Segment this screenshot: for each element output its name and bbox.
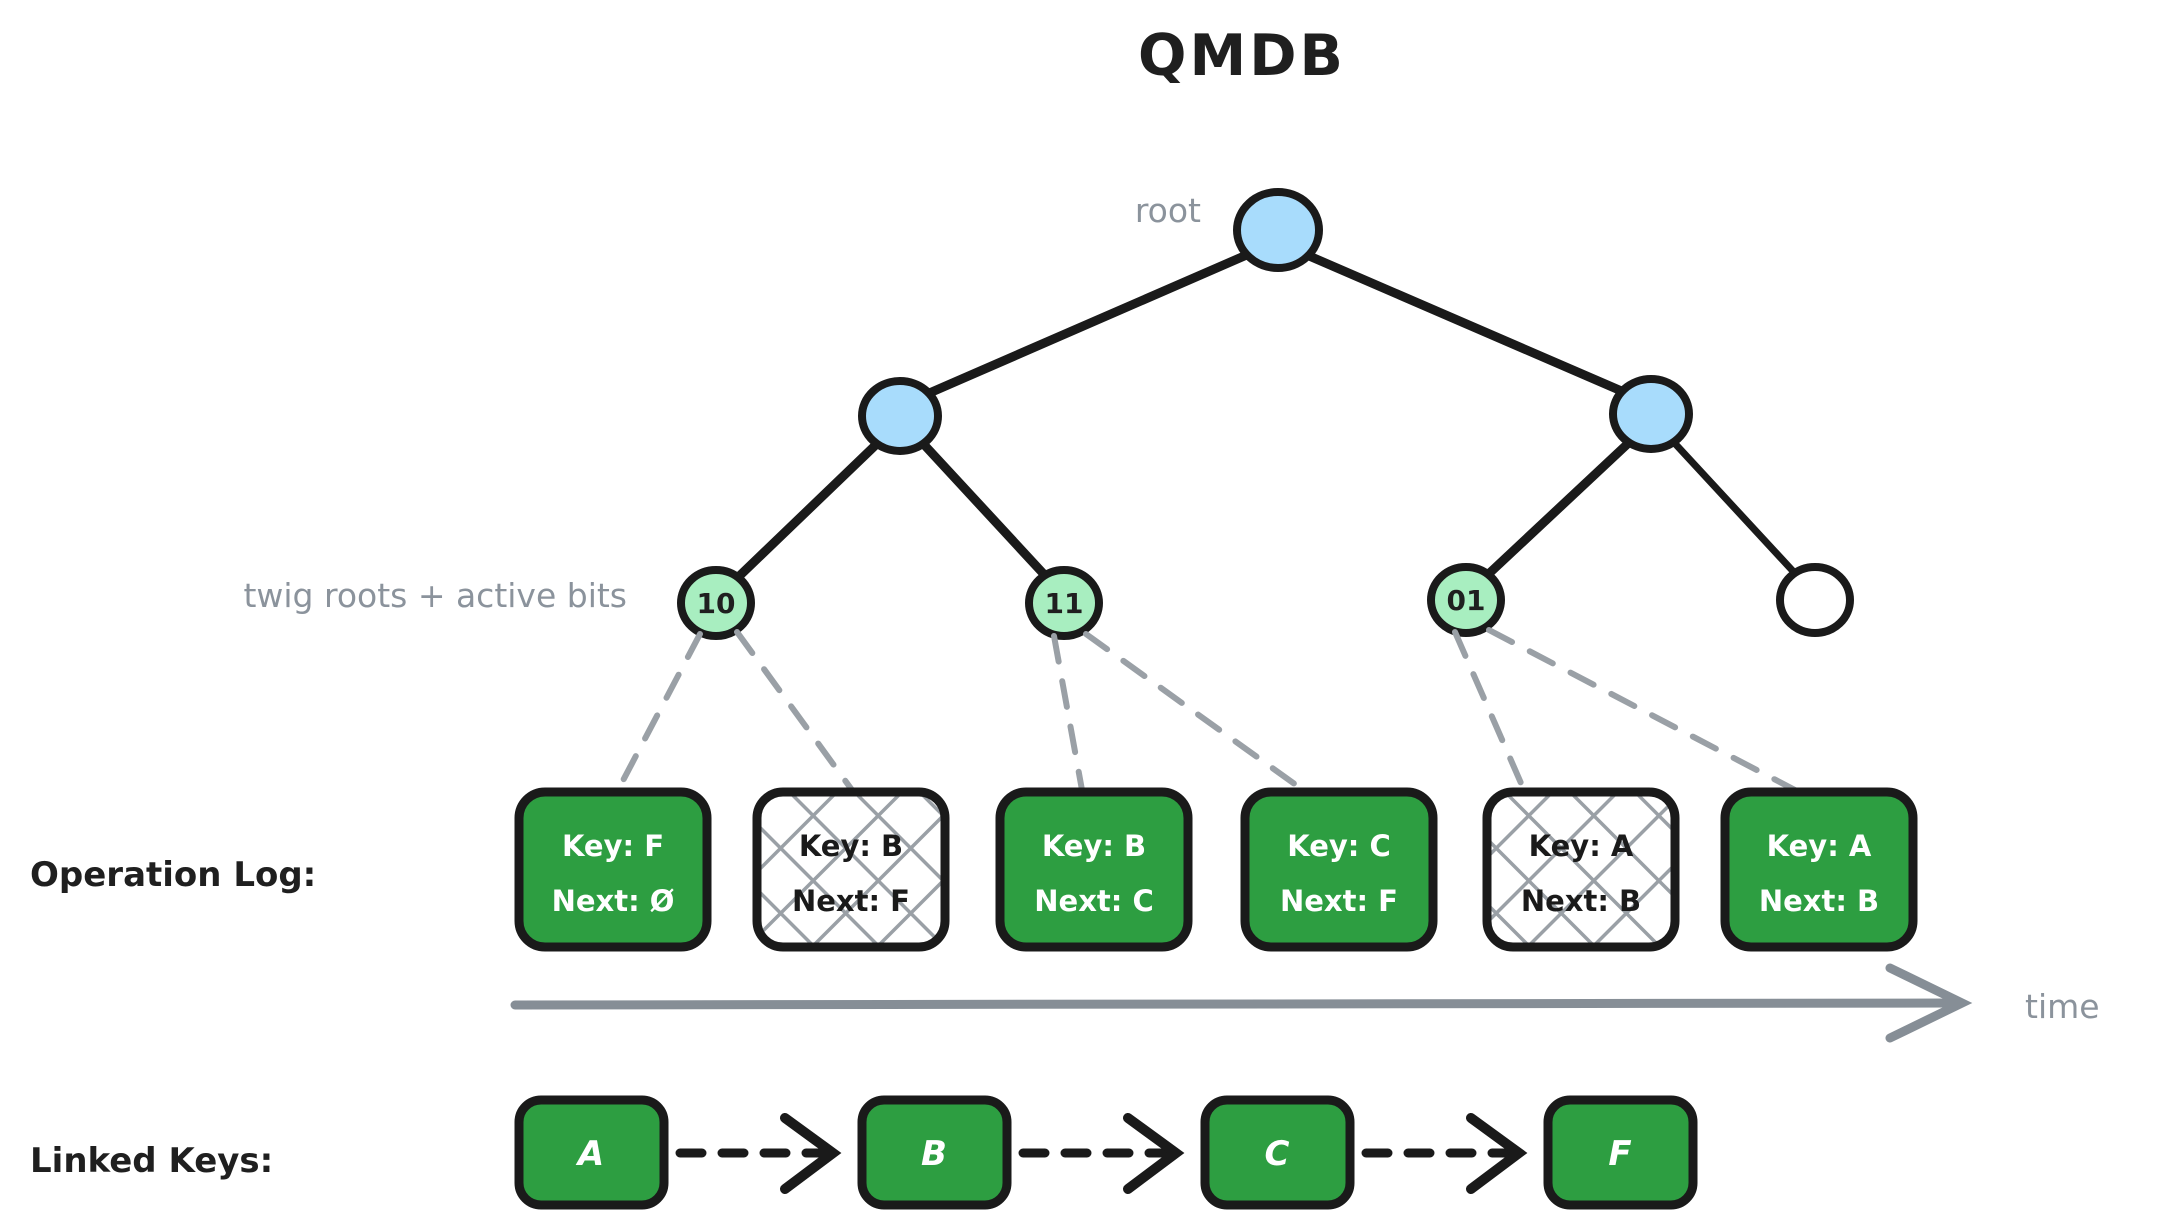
op-log-entry-1[interactable]: Key: F Next: Ø <box>514 787 712 952</box>
tree-node-right[interactable] <box>1609 375 1693 453</box>
op-log-box-4[interactable] <box>1240 787 1438 952</box>
linked-keys-label: Linked Keys: <box>30 1141 273 1181</box>
page-title: QMDB <box>1138 23 1346 89</box>
op-log-key-3: Key: B <box>1042 829 1146 863</box>
twig-10-circle[interactable] <box>677 566 755 640</box>
linked-key-node-f[interactable]: F <box>1543 1095 1698 1210</box>
linked-key-letter-b: B <box>921 1134 947 1174</box>
time-label: time <box>2025 987 2100 1026</box>
time-axis-line <box>510 998 1960 1010</box>
twig-11-circle[interactable] <box>1025 566 1103 640</box>
twig-node-10[interactable]: 10 <box>677 566 755 640</box>
linked-arrow-head-3 <box>1466 1113 1528 1194</box>
op-log-box-5[interactable] <box>1482 787 1680 952</box>
connector-10-box1 <box>615 631 703 793</box>
linked-key-box-c[interactable] <box>1200 1095 1355 1210</box>
op-log-entry-5[interactable]: Key: A Next: B <box>1482 787 1680 952</box>
twig-node-empty[interactable] <box>1776 563 1854 637</box>
linked-arrow-head-1 <box>780 1113 842 1194</box>
edge-root-right <box>1295 247 1638 401</box>
twig-empty-circle[interactable] <box>1776 563 1854 637</box>
op-log-entry-3[interactable]: Key: B Next: C <box>995 787 1193 952</box>
connector-10-box2 <box>734 629 855 793</box>
linked-arrow-c-f <box>1361 1113 1528 1194</box>
op-log-box-6[interactable] <box>1720 787 1918 952</box>
op-log-next-6: Next: B <box>1759 884 1879 918</box>
linked-key-letter-a: A <box>575 1134 604 1174</box>
op-log-key-1: Key: F <box>562 829 664 863</box>
linked-key-box-f[interactable] <box>1543 1095 1698 1210</box>
twig-to-log-connectors <box>615 627 1798 793</box>
edge-root-left <box>913 245 1263 403</box>
op-log-key-2: Key: B <box>799 829 903 863</box>
twig-11-label: 11 <box>1045 587 1084 620</box>
linked-arrow-a-b <box>675 1113 842 1194</box>
op-log-next-4: Next: F <box>1280 884 1398 918</box>
linked-arrow-b-c <box>1018 1113 1185 1194</box>
linked-key-letter-c: C <box>1265 1134 1290 1174</box>
edge-right-t4 <box>1664 432 1807 586</box>
root-label: root <box>1135 191 1201 230</box>
tree-edges <box>725 245 1807 590</box>
op-log-next-5: Next: B <box>1521 884 1641 918</box>
connector-11-box4 <box>1083 631 1306 793</box>
tree-node-left[interactable] <box>858 377 942 455</box>
linked-key-node-b[interactable]: B <box>857 1095 1012 1210</box>
internal-node-right-circle[interactable] <box>1609 375 1693 453</box>
op-log-key-4: Key: C <box>1287 829 1391 863</box>
twig-node-11[interactable]: 11 <box>1025 566 1103 640</box>
linked-key-node-a[interactable]: A <box>514 1095 669 1210</box>
op-log-next-2: Next: F <box>792 884 910 918</box>
edge-right-t3 <box>1475 431 1641 587</box>
twig-10-label: 10 <box>697 587 736 620</box>
op-log-box-2[interactable] <box>752 787 950 952</box>
linked-key-box-b[interactable] <box>857 1095 1012 1210</box>
linked-key-letter-f: F <box>1608 1134 1631 1174</box>
connector-01-box5 <box>1452 629 1527 793</box>
linked-key-node-c[interactable]: C <box>1200 1095 1355 1210</box>
op-log-key-6: Key: A <box>1767 829 1872 863</box>
op-log-key-5: Key: A <box>1529 829 1634 863</box>
time-axis <box>510 963 1973 1043</box>
op-log-next-3: Next: C <box>1034 884 1153 918</box>
connector-01-box6 <box>1486 627 1798 793</box>
op-log-next-1: Next: Ø <box>552 884 675 918</box>
op-log-box-3[interactable] <box>995 787 1193 952</box>
linked-arrow-head-2 <box>1123 1113 1185 1194</box>
connector-11-box3 <box>1051 633 1085 793</box>
tree-node-root[interactable] <box>1233 188 1323 272</box>
op-log-box-1[interactable] <box>514 787 712 952</box>
twig-01-circle[interactable] <box>1427 563 1505 637</box>
edge-left-t2 <box>912 432 1057 588</box>
twig-node-01[interactable]: 01 <box>1427 563 1505 637</box>
op-log-entry-6[interactable]: Key: A Next: B <box>1720 787 1918 952</box>
op-log-entry-2[interactable]: Key: B Next: F <box>752 787 950 952</box>
edge-left-t1 <box>725 432 889 590</box>
linked-key-box-a[interactable] <box>514 1095 669 1210</box>
time-axis-arrowhead <box>1885 963 1973 1043</box>
operation-log-label: Operation Log: <box>30 855 316 895</box>
twig-01-label: 01 <box>1447 584 1486 617</box>
op-log-entry-4[interactable]: Key: C Next: F <box>1240 787 1438 952</box>
internal-node-left-circle[interactable] <box>858 377 942 455</box>
root-node-circle[interactable] <box>1233 188 1323 272</box>
twig-roots-label: twig roots + active bits <box>243 576 627 615</box>
